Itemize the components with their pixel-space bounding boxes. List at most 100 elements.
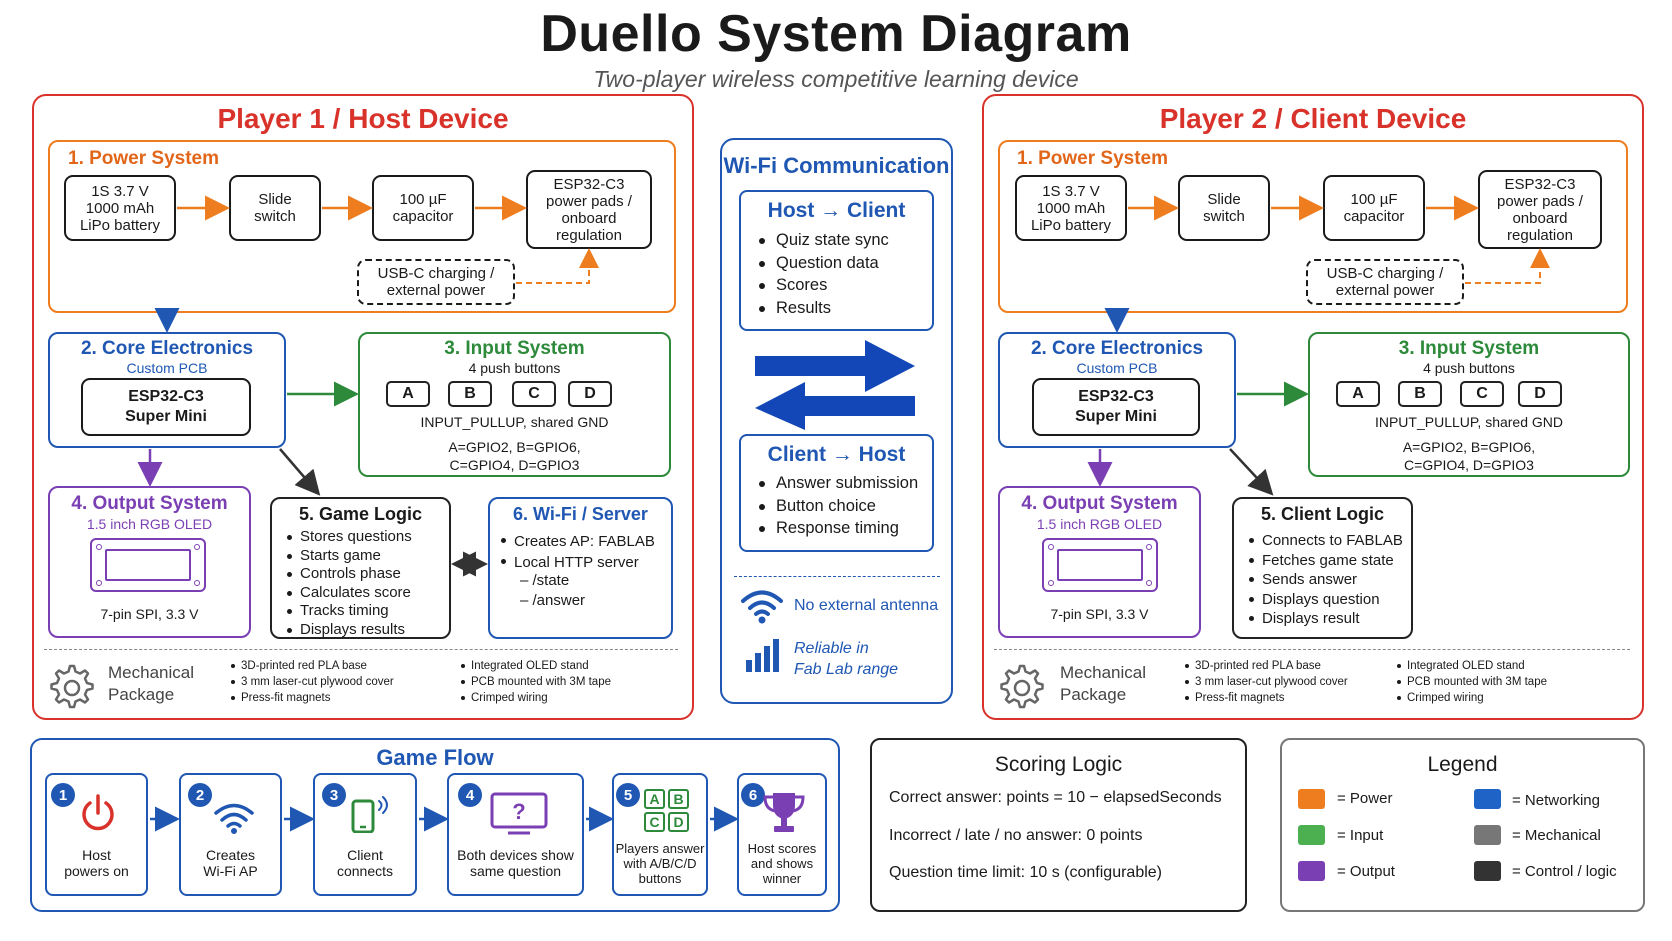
legend-label-networking: = Networking: [1512, 792, 1600, 809]
list-item: Displays results: [284, 621, 412, 640]
p2-chip: ESP32-C3 Super Mini: [1032, 378, 1200, 436]
gear-icon: [996, 662, 1044, 710]
p1-chip: ESP32-C3 Super Mini: [81, 378, 251, 436]
host-to-client-box: [739, 190, 934, 331]
p2-client-logic: [1232, 497, 1413, 639]
list-item: Displays question: [1246, 590, 1403, 610]
legend-label-mechanical: = Mechanical: [1512, 827, 1601, 844]
flow-step-label: Creates Wi-Fi AP: [203, 847, 258, 879]
legend-label-output: = Output: [1337, 863, 1395, 880]
gear-icon: [46, 662, 94, 710]
p2-core-electronics: [998, 332, 1236, 448]
list-item: Local HTTP server: [498, 552, 655, 573]
p1-mech-col2: Integrated OLED stand PCB mounted with 3…: [458, 658, 611, 706]
flow-step-label: Host powers on: [64, 847, 129, 879]
p2-gpio-line1: A=GPIO2, B=GPIO6,: [1402, 439, 1536, 455]
list-item: Button choice: [756, 495, 918, 518]
scoring-line-correct: Correct answer: points = 10 − elapsedSec…: [889, 789, 1222, 806]
p1-battery: 1S 3.7 V 1000 mAh LiPo battery: [64, 175, 176, 241]
p2-slide-switch: Slide switch: [1178, 175, 1270, 241]
svg-text:?: ?: [512, 799, 525, 824]
p2-input-system: [1308, 332, 1630, 477]
p1-key-d: D: [568, 381, 612, 407]
list-item: Press-fit magnets: [1182, 690, 1348, 706]
p1-core-sub: Custom PCB: [126, 360, 208, 376]
flow-step-1: 1 Host powers on: [45, 773, 148, 896]
flow-step-3: 3 Client connects: [313, 773, 417, 896]
p1-logic-title: 5. Game Logic: [298, 504, 423, 524]
legend-swatch-input: [1298, 825, 1325, 845]
list-item: Sends answer: [1246, 570, 1403, 590]
no-antenna-text: No external antenna: [794, 597, 939, 614]
list-item: Creates AP: FABLAB: [498, 531, 655, 552]
list-item: Stores questions: [284, 528, 412, 547]
question-screen-icon: ?: [490, 792, 548, 836]
p2-pullup: INPUT_PULLUP, shared GND: [1374, 414, 1564, 430]
player2-panel: [982, 94, 1644, 720]
legend-label-input: = Input: [1337, 827, 1384, 844]
p2-mech-divider: [994, 649, 1630, 650]
p1-output-sub: 1.5 inch RGB OLED: [86, 516, 213, 532]
bidirectional-arrows-icon: [750, 338, 920, 430]
flow-step-label: Both devices show same question: [457, 847, 574, 879]
p1-output-title: 4. Output System: [71, 493, 228, 514]
p2-output-title: 4. Output System: [1021, 493, 1178, 514]
list-item: Controls phase: [284, 565, 412, 584]
p1-esp-power: ESP32-C3 power pads / onboard regulation: [526, 170, 652, 249]
p2-output-system: [998, 486, 1201, 638]
p2-input-sub: 4 push buttons: [1423, 360, 1515, 376]
list-item: Calculates score: [284, 584, 412, 603]
list-item: Tracks timing: [284, 602, 412, 621]
wifi-icon: [213, 801, 255, 835]
flow-step-label: Client connects: [336, 847, 394, 879]
wifi-comm-title: Wi-Fi Communication: [723, 153, 950, 178]
legend-title: Legend: [1427, 753, 1498, 776]
p1-power-title: 1. Power System: [68, 148, 220, 169]
p1-mech-divider: [44, 649, 678, 650]
list-item: Question data: [756, 252, 889, 275]
list-item: Integrated OLED stand: [458, 658, 611, 674]
signal-bars-icon: [744, 638, 780, 674]
p1-mech-label: Mechanical Package: [108, 663, 194, 704]
list-item: 3 mm laser-cut plywood cover: [1182, 674, 1348, 690]
phone-icon: [349, 791, 395, 834]
range-text: Reliable in Fab Lab range: [794, 640, 899, 678]
p2-output-spec: 7-pin SPI, 3.3 V: [1050, 606, 1149, 622]
p1-wifi-list: Creates AP: FABLAB Local HTTP server: [498, 531, 655, 573]
list-item: Integrated OLED stand: [1394, 658, 1547, 674]
p1-core-title: 2. Core Electronics: [80, 338, 254, 359]
p1-mech-col1: 3D-printed red PLA base 3 mm laser-cut p…: [228, 658, 394, 706]
list-item: Displays result: [1246, 609, 1403, 629]
p1-input-sub: 4 push buttons: [468, 360, 561, 376]
oled-icon: [90, 538, 206, 592]
legend-swatch-power: [1298, 789, 1325, 809]
p2-battery: 1S 3.7 V 1000 mAh LiPo battery: [1015, 175, 1127, 241]
flow-step-5: 5 A B C D Players answer with A/B/C/D bu…: [612, 773, 708, 896]
route-answer: – /answer: [520, 592, 586, 609]
p1-input-system: [358, 332, 671, 477]
list-item: 3 mm laser-cut plywood cover: [228, 674, 394, 690]
power-icon: [80, 793, 116, 833]
legend-swatch-control: [1474, 861, 1501, 881]
list-item: Connects to FABLAB: [1246, 531, 1403, 551]
step-badge: 5: [616, 783, 640, 807]
list-item: Crimped wiring: [458, 690, 611, 706]
step-badge: 2: [188, 783, 212, 807]
list-item: 3D-printed red PLA base: [228, 658, 394, 674]
scoring-logic-panel: [870, 738, 1247, 912]
p1-key-c: C: [512, 381, 556, 407]
game-flow-panel: [30, 738, 840, 912]
flow-step-4: 4 ? Both devices show same question: [447, 773, 584, 896]
step-badge: 3: [322, 783, 346, 807]
p1-core-electronics: [48, 332, 286, 448]
p2-mech-label: Mechanical Package: [1060, 663, 1146, 704]
list-item: PCB mounted with 3M tape: [1394, 674, 1547, 690]
abcd-icon: A B C D: [644, 789, 690, 833]
client-to-host-box: [739, 434, 934, 552]
p2-capacitor: 100 µF capacitor: [1323, 175, 1425, 241]
p1-slide-switch: Slide switch: [229, 175, 321, 241]
p1-output-system: [48, 486, 251, 638]
p1-game-logic: [270, 497, 451, 639]
oled-icon: [1042, 538, 1158, 592]
p1-input-title: 3. Input System: [444, 338, 585, 359]
